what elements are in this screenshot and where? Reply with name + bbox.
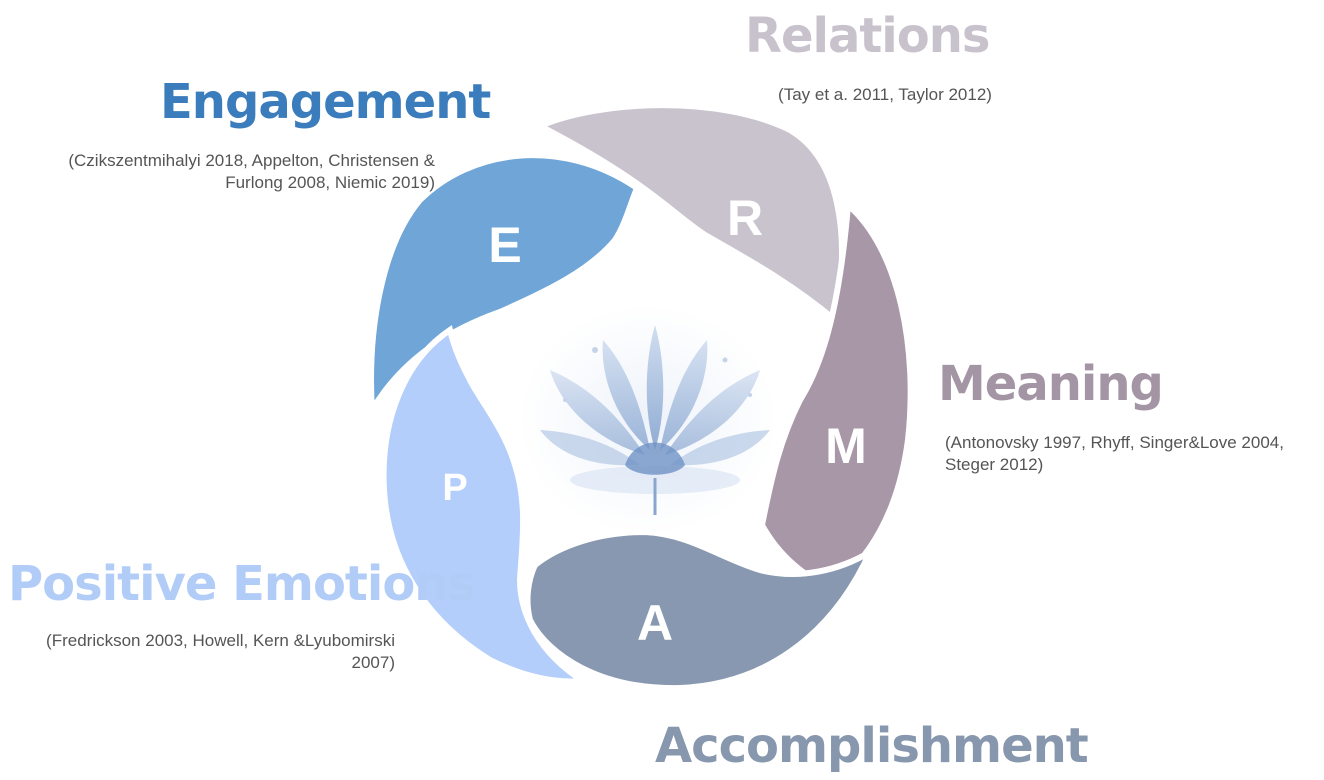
accomplishment-letter: A: [637, 595, 673, 651]
positive-emotions-segment: [380, 325, 592, 685]
positive-emotions-title: Positive Emotions: [8, 556, 476, 612]
positive-emotions-citation: (Fredrickson 2003, Howell, Kern &Lyubomi…: [46, 631, 395, 672]
accomplishment-segment: [524, 528, 877, 692]
relations-title: Relations: [745, 8, 990, 64]
relations-citation: (Tay et a. 2011, Taylor 2012): [778, 85, 992, 104]
meaning-letter: M: [825, 418, 867, 474]
meaning-citation: (Antonovsky 1997, Rhyff, Singer&Love 200…: [945, 433, 1284, 474]
engagement-segment: [368, 152, 641, 420]
engagement-title: Engagement: [160, 74, 491, 130]
relations-letter: R: [727, 190, 763, 246]
center-glow: [518, 305, 778, 535]
meaning-title: Meaning: [938, 356, 1164, 412]
positive-emotions-letter: P: [442, 467, 467, 509]
engagement-citation: (Czikszentmihalyi 2018, Appelton, Christ…: [68, 151, 435, 192]
engagement-letter: E: [488, 217, 521, 273]
accomplishment-title: Accomplishment: [655, 718, 1089, 774]
lotus-flower-icon: [540, 325, 770, 515]
